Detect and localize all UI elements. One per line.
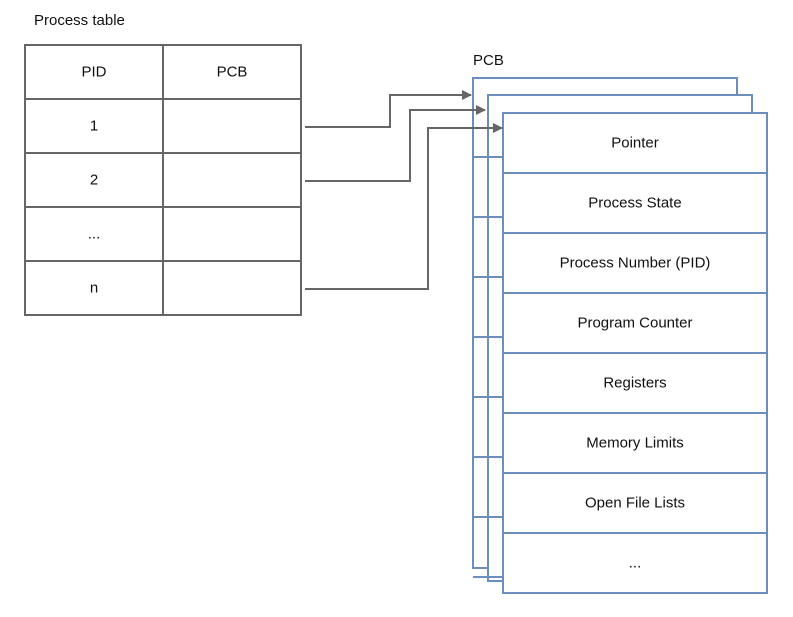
header-pcb: PCB (217, 64, 248, 81)
table-cell (162, 206, 302, 262)
pcb-field-label: Registers (603, 375, 666, 392)
row-pid-value: ... (88, 226, 101, 243)
connector-arrow-row-n (305, 123, 503, 290)
process-table-title: Process table (34, 12, 125, 29)
table-header-cell (24, 44, 164, 100)
pcb-field-label: Process Number (PID) (560, 255, 711, 272)
table-cell (162, 152, 302, 208)
pcb-label: PCB (473, 52, 504, 69)
row-pid-value: 1 (90, 118, 98, 135)
table-header-cell (162, 44, 302, 100)
table-cell (24, 260, 164, 316)
pcb-field-label: Program Counter (577, 315, 692, 332)
table-cell (24, 152, 164, 208)
connector-arrow-row-1 (305, 90, 472, 128)
connector-arrow-row-2 (305, 105, 486, 182)
table-cell (162, 98, 302, 154)
pcb-field-label: ... (629, 555, 642, 572)
header-pid: PID (81, 64, 106, 81)
pcb-field-label: Pointer (611, 135, 659, 152)
row-pid-value: 2 (90, 172, 98, 189)
process-table: PID PCB 1 2... n (24, 44, 302, 316)
row-pid-value: n (90, 280, 98, 297)
pcb-field-label: Process State (588, 195, 681, 212)
table-cell (162, 260, 302, 316)
pcb-field-label: Open File Lists (585, 495, 685, 512)
pcb-field-label: Memory Limits (586, 435, 684, 452)
